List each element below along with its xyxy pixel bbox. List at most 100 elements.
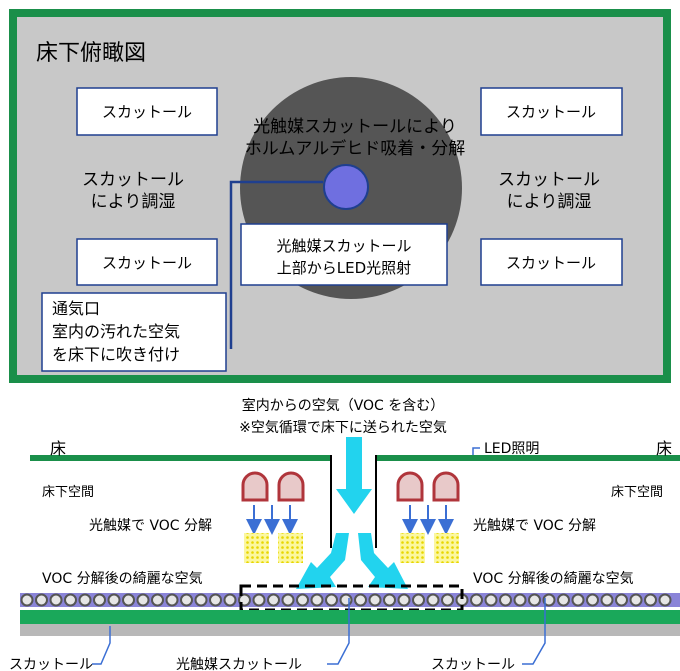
humidity-label-right-1: スカットール bbox=[498, 170, 600, 190]
svg-text:スカットール: スカットール bbox=[102, 254, 192, 272]
scutol-bead bbox=[310, 593, 324, 607]
air-split-right-arrow bbox=[358, 533, 408, 589]
led-label: LED照明 bbox=[484, 441, 539, 457]
air-label-1: 室内からの空気（VOC を含む） bbox=[242, 397, 445, 414]
scutol-bead bbox=[180, 593, 193, 607]
floor-right bbox=[376, 455, 680, 461]
scutol-bead bbox=[368, 593, 382, 607]
scutol-bead bbox=[20, 593, 34, 607]
scutol-bead bbox=[484, 593, 498, 607]
scutol-bead bbox=[426, 593, 440, 607]
svg-text:通気口: 通気口 bbox=[52, 299, 100, 318]
scutol-bead bbox=[571, 593, 585, 607]
scutol-bead bbox=[470, 593, 483, 607]
scutol-bead bbox=[383, 593, 396, 607]
light-arrows-right bbox=[402, 505, 454, 535]
svg-text:スカットール: スカットール bbox=[506, 254, 596, 272]
decompose-label-right: 光触媒で VOC 分解 bbox=[473, 518, 596, 534]
callout-leader-scutol-left bbox=[92, 626, 111, 665]
callout-leader-scutol-right bbox=[522, 598, 546, 665]
scutol-bead bbox=[267, 593, 280, 607]
scutol-bead bbox=[615, 593, 628, 607]
floor-label-left: 床 bbox=[50, 439, 66, 458]
scutol-bead bbox=[64, 593, 77, 607]
air-label-2: ※空気循環で床下に送られた空気 bbox=[239, 420, 447, 436]
scutol-bead-row bbox=[20, 593, 672, 607]
scutol-bead bbox=[325, 593, 338, 607]
clean-air-label-left: VOC 分解後の綺麗な空気 bbox=[42, 571, 203, 587]
scutol-bead bbox=[586, 593, 599, 607]
air-inflow-arrow bbox=[336, 437, 372, 514]
humidity-label-left-1: スカットール bbox=[82, 170, 184, 190]
scutol-bead bbox=[93, 593, 106, 607]
svg-text:スカットール: スカットール bbox=[506, 103, 596, 121]
scutol-label-right: スカットール bbox=[431, 657, 515, 671]
underfloor-label-right: 床下空間 bbox=[611, 485, 663, 500]
photocatalyst-scutol-label: 光触媒スカットール bbox=[176, 657, 302, 671]
svg-text:室内の汚れた空気: 室内の汚れた空気 bbox=[52, 322, 180, 341]
scutol-bead bbox=[194, 593, 208, 607]
scutol-bead bbox=[644, 593, 657, 607]
scutol-bead bbox=[122, 593, 135, 607]
scutol-bead bbox=[107, 593, 121, 607]
top-view-panel: 床下俯瞰図 スカットール スカットール スカットール スカットール スカットール… bbox=[9, 9, 671, 383]
air-split-left-arrow bbox=[296, 533, 349, 589]
led-spot-icon bbox=[323, 164, 369, 210]
light-glow bbox=[434, 533, 459, 563]
humidity-label-right-2: により調湿 bbox=[507, 192, 592, 212]
scutol-bead bbox=[499, 593, 512, 607]
scutol-box-top-right: スカットール bbox=[480, 87, 623, 136]
light-glow bbox=[400, 533, 425, 563]
air-flow-arrows bbox=[296, 437, 408, 589]
svg-text:スカットール: スカットール bbox=[102, 103, 192, 121]
center-label-2: ホルムアルデヒド吸着・分解 bbox=[245, 138, 466, 159]
scutol-bead bbox=[49, 593, 63, 607]
decompose-label-left: 光触媒で VOC 分解 bbox=[89, 518, 212, 534]
led-note-box: 光触媒スカットール 上部からLED光照射 bbox=[240, 223, 448, 286]
floor-label-right: 床 bbox=[656, 439, 672, 458]
scutol-bead bbox=[281, 593, 295, 607]
scutol-bead bbox=[136, 593, 150, 607]
scutol-bead bbox=[513, 593, 527, 607]
scutol-label-left: スカットール bbox=[9, 657, 93, 671]
floor-left bbox=[30, 455, 332, 461]
scutol-bead bbox=[354, 593, 367, 607]
led-lamp-icon bbox=[241, 471, 269, 502]
scutol-box-top-left: スカットール bbox=[76, 87, 218, 136]
light-arrows-left bbox=[246, 505, 298, 535]
scutol-bead bbox=[412, 593, 425, 607]
clean-air-label-right: VOC 分解後の綺麗な空気 bbox=[473, 571, 634, 587]
vent-leader-line bbox=[229, 180, 323, 349]
section-view: 室内からの空気（VOC を含む） ※空気循環で床下に送られた空気 床 床 LED… bbox=[9, 397, 680, 671]
light-glow bbox=[244, 533, 269, 563]
scutol-bead bbox=[629, 593, 643, 607]
scutol-bead bbox=[252, 593, 266, 607]
scutol-bead bbox=[397, 593, 411, 607]
top-view-title: 床下俯瞰図 bbox=[36, 41, 146, 66]
scutol-bead bbox=[296, 593, 309, 607]
ground-layer bbox=[20, 624, 680, 636]
scutol-bead bbox=[223, 593, 237, 607]
scutol-bead bbox=[600, 593, 614, 607]
scutol-bead bbox=[528, 593, 541, 607]
scutol-bead bbox=[441, 593, 454, 607]
scutol-bead bbox=[542, 593, 556, 607]
scutol-bead bbox=[165, 593, 179, 607]
scutol-bead bbox=[658, 593, 672, 607]
scutol-box-bottom-left: スカットール bbox=[76, 238, 218, 286]
svg-text:を床下に吹き付け: を床下に吹き付け bbox=[52, 345, 180, 364]
svg-text:光触媒スカットール: 光触媒スカットール bbox=[276, 237, 411, 255]
scutol-bead bbox=[557, 593, 570, 607]
scutol-box-bottom-right: スカットール bbox=[480, 238, 623, 286]
vent-note-box: 通気口 室内の汚れた空気 を床下に吹き付け bbox=[41, 292, 227, 372]
scutol-bead bbox=[339, 593, 353, 607]
svg-text:上部からLED光照射: 上部からLED光照射 bbox=[277, 259, 411, 277]
light-glow bbox=[278, 533, 303, 563]
led-lamp-icon bbox=[396, 471, 424, 502]
callout-leader-photocatalyst bbox=[327, 598, 350, 665]
center-label-1: 光触媒スカットールにより bbox=[253, 117, 457, 137]
led-lamp-icon bbox=[277, 471, 305, 502]
led-lamp-icon bbox=[432, 471, 460, 502]
humidity-label-left-2: により調湿 bbox=[91, 192, 176, 212]
